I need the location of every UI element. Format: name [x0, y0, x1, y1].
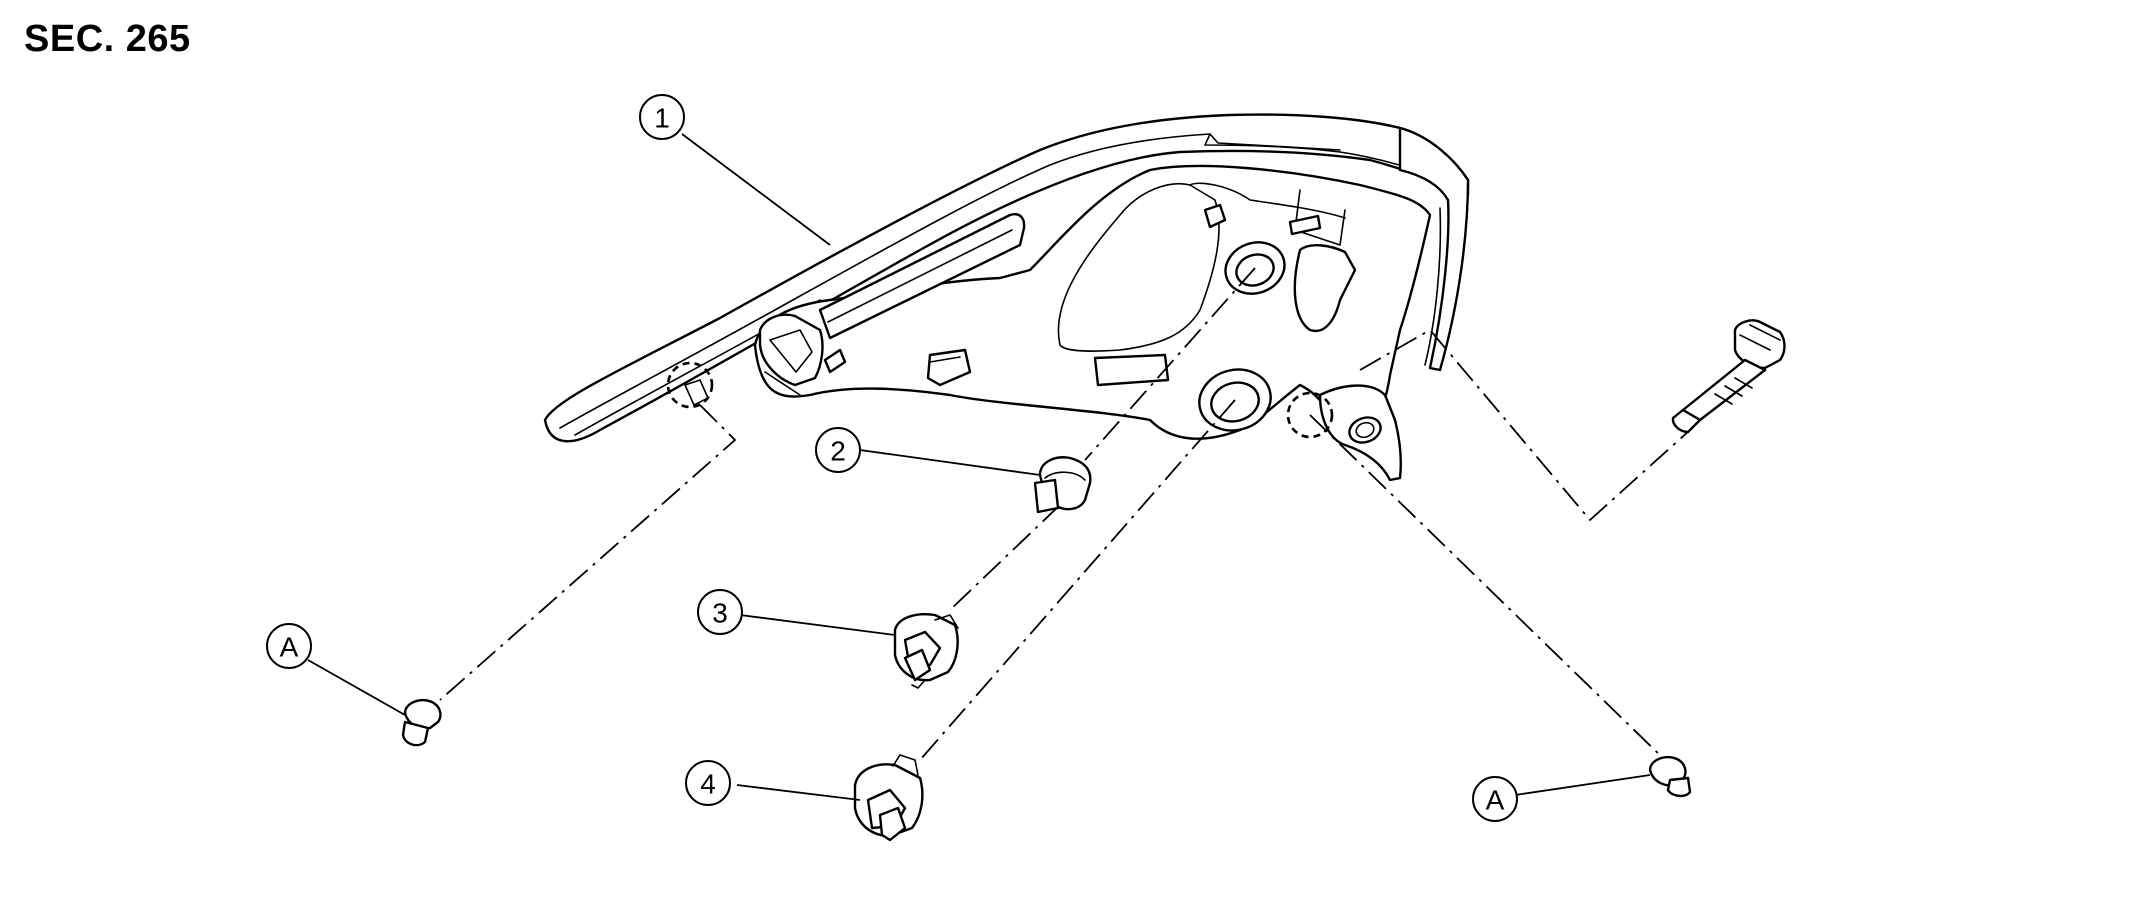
leader-2 [859, 449, 1041, 476]
clip-right [1648, 756, 1692, 798]
callout-A-left: A [266, 623, 312, 669]
guide-line-left-clip [439, 404, 737, 701]
svg-text:1: 1 [654, 103, 670, 134]
rear-combination-lamp-assembly [543, 113, 1470, 482]
callout-2: 2 [815, 427, 861, 473]
svg-text:2: 2 [830, 436, 846, 467]
leader-4 [736, 784, 861, 801]
leader-A-right [1514, 774, 1651, 796]
guide-line-bulb-2 [1084, 267, 1256, 461]
svg-text:A: A [280, 632, 299, 663]
guide-line-socket-3 [949, 504, 1061, 611]
leader-1 [681, 133, 831, 246]
guide-line-right-clip [1309, 414, 1666, 761]
callout-A-right: A [1472, 776, 1518, 822]
socket-part-3 [893, 613, 959, 689]
guide-line-socket-4 [919, 399, 1236, 761]
svg-text:4: 4 [700, 769, 716, 800]
callout-3: 3 [697, 589, 743, 635]
clip-location-left-marker [666, 361, 714, 409]
socket-part-4 [853, 754, 924, 842]
callout-4: 4 [685, 760, 731, 806]
bulb-part-2 [1033, 456, 1092, 514]
mounting-bolt [1671, 319, 1786, 434]
clip-left [401, 699, 442, 747]
svg-text:3: 3 [712, 598, 728, 629]
clip-location-right-marker [1286, 391, 1334, 439]
leader-3 [739, 614, 896, 636]
guide-line-bolt [1359, 328, 1691, 522]
leader-A-left [307, 659, 406, 716]
lamp-end-cap [1398, 126, 1470, 372]
callout-1: 1 [639, 94, 685, 140]
svg-text:A: A [1486, 785, 1505, 816]
section-label: SEC. 265 [24, 18, 191, 60]
